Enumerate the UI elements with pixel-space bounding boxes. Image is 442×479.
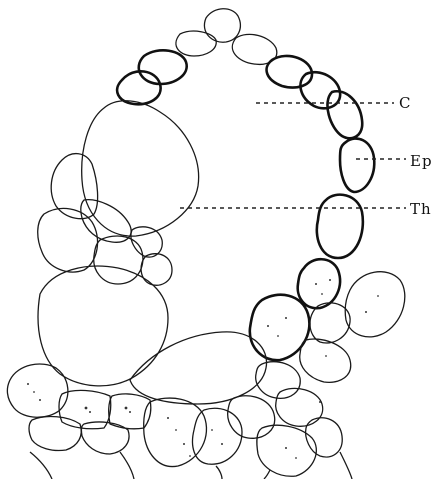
large-cell: [82, 101, 199, 236]
cell: [130, 332, 267, 404]
label-c: C: [399, 94, 411, 112]
cell: [29, 417, 81, 451]
cell: [300, 339, 351, 382]
ring-cell: [139, 50, 187, 84]
ring-cell: [267, 56, 312, 88]
cell: [94, 236, 143, 284]
cell: [144, 398, 207, 466]
cell-edge: [264, 470, 270, 479]
top-cell: [204, 9, 240, 42]
cell: [141, 254, 172, 286]
cell: [256, 362, 301, 399]
cell: [345, 272, 405, 337]
top-cells: [176, 9, 277, 65]
ring-cell: [327, 91, 362, 138]
cell: [257, 425, 317, 476]
cell: [193, 408, 242, 464]
cell-edge: [30, 452, 52, 479]
cell: [276, 388, 323, 426]
ring-cell: [340, 139, 374, 192]
label-leaders: [180, 103, 406, 208]
top-cell: [232, 34, 276, 64]
cell-edge: [216, 466, 222, 479]
left-cells: [38, 101, 267, 404]
large-cell: [38, 266, 168, 386]
cell: [38, 208, 98, 272]
epidermis-ring: [117, 50, 374, 360]
top-cell: [176, 31, 216, 56]
label-th: Th: [410, 200, 432, 218]
label-ep: Ep: [410, 152, 433, 170]
ring-cell: [317, 195, 363, 258]
cell: [228, 396, 275, 439]
cell-edge: [120, 452, 134, 479]
ring-cell: [117, 71, 161, 104]
cell-edge: [340, 452, 352, 479]
ring-cell: [298, 259, 340, 308]
cell: [59, 390, 111, 428]
